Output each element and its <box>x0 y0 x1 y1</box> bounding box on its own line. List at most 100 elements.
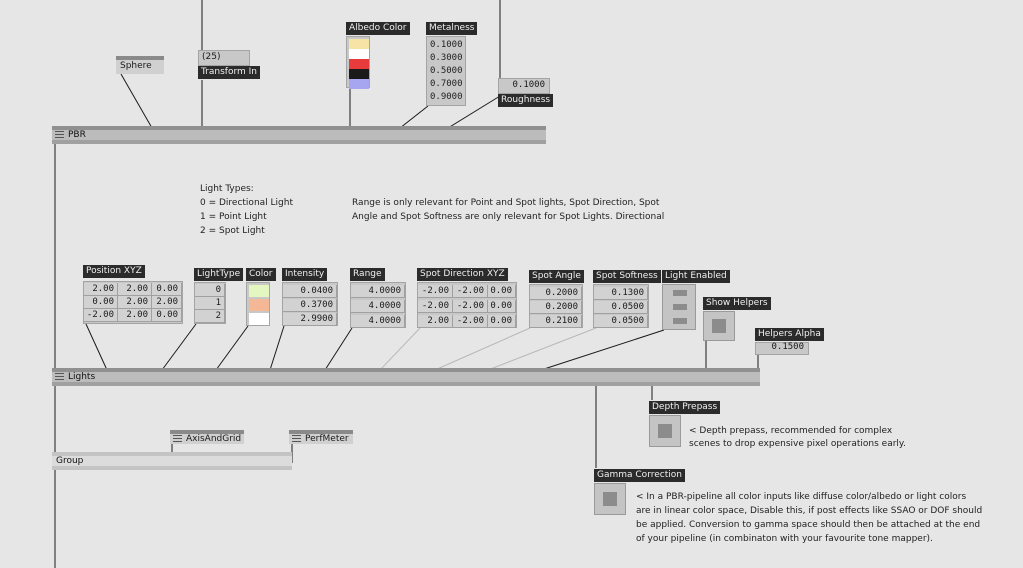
position-cell[interactable]: 2.00 <box>118 283 152 296</box>
sphere-label: Sphere <box>120 61 152 71</box>
spot-angle-values[interactable]: 0.2000 0.2000 0.2100 <box>529 284 583 328</box>
depth-prepass-label: Depth Prepass <box>649 401 721 414</box>
roughness-value[interactable]: 0.1000 <box>498 78 550 94</box>
lighttype-cell[interactable]: 2 <box>195 310 225 323</box>
spot-direction-cell[interactable]: -2.00 <box>453 285 488 298</box>
albedo-color-label: Albedo Color <box>346 22 410 35</box>
spot-direction-cell[interactable]: 0.00 <box>488 315 516 328</box>
roughness-label: Roughness <box>498 94 554 107</box>
light-enabled-label: Light Enabled <box>662 270 730 283</box>
position-cell[interactable]: 2.00 <box>84 283 118 296</box>
light-color-label: Color <box>246 268 276 281</box>
spot-angle-cell[interactable]: 0.2100 <box>530 315 582 328</box>
spot-softness-cell[interactable]: 0.1300 <box>594 287 648 300</box>
position-xyz-grid[interactable]: 2.00 2.00 0.00 0.00 2.00 2.00 -2.00 2.00… <box>83 281 183 324</box>
show-helpers-toggle[interactable] <box>703 311 735 341</box>
metalness-value-2: 0.5000 <box>430 66 463 76</box>
spot-direction-cell[interactable]: -2.00 <box>453 315 488 328</box>
spot-direction-cell[interactable]: -2.00 <box>453 300 488 313</box>
light-color-swatch-0[interactable] <box>249 285 269 297</box>
position-cell[interactable]: 0.00 <box>152 283 182 296</box>
range-cell[interactable]: 4.0000 <box>351 285 405 298</box>
albedo-swatch-4[interactable] <box>349 79 369 89</box>
light-color-swatches[interactable] <box>246 282 270 326</box>
spot-direction-cell[interactable]: -2.00 <box>418 285 453 298</box>
spot-angle-cell[interactable]: 0.2000 <box>530 287 582 300</box>
range-label: Range <box>350 268 385 281</box>
light-types-line-1: 0 = Directional Light <box>200 198 293 208</box>
albedo-swatch-0[interactable] <box>349 39 369 49</box>
gamma-note-line-2: be applied. Conversion to gamma space sh… <box>636 520 981 530</box>
spot-softness-cell[interactable]: 0.0500 <box>594 315 648 328</box>
perf-meter-node[interactable]: PerfMeter <box>289 430 353 444</box>
spot-direction-cell[interactable]: 2.00 <box>418 315 453 328</box>
light-enabled-toggle-0[interactable] <box>673 290 687 296</box>
intensity-cell[interactable]: 0.3700 <box>283 299 337 312</box>
show-helpers-knob <box>712 319 726 333</box>
spot-angle-cell[interactable]: 0.2000 <box>530 301 582 314</box>
position-cell[interactable]: 2.00 <box>118 296 152 309</box>
transform-in-label: Transform In <box>198 66 260 79</box>
position-cell[interactable]: 0.00 <box>84 296 118 309</box>
albedo-swatch-1[interactable] <box>349 49 369 59</box>
intensity-values[interactable]: 0.0400 0.3700 2.9900 <box>282 282 338 326</box>
depth-note-line-0: < Depth prepass, recommended for complex <box>689 426 893 436</box>
lights-node[interactable]: Lights <box>52 368 760 386</box>
position-cell[interactable]: 0.00 <box>152 309 182 322</box>
metalness-label: Metalness <box>426 22 478 35</box>
metalness-value-3: 0.7000 <box>430 79 463 89</box>
light-enabled-toggles[interactable] <box>662 284 696 330</box>
gamma-correction-toggle[interactable] <box>594 483 626 515</box>
range-values[interactable]: 4.0000 4.0000 4.0000 <box>350 282 406 328</box>
metalness-values[interactable]: 0.1000 0.3000 0.5000 0.7000 0.9000 <box>426 36 466 106</box>
light-enabled-toggle-1[interactable] <box>673 304 687 310</box>
lighttype-values[interactable]: 0 1 2 <box>194 282 226 324</box>
lighttype-cell[interactable]: 0 <box>195 284 225 297</box>
albedo-swatch-2[interactable] <box>349 59 369 69</box>
transform-in-value[interactable]: (25) <box>198 50 250 66</box>
spot-softness-values[interactable]: 0.1300 0.0500 0.0500 <box>593 284 649 328</box>
pbr-node[interactable]: PBR <box>52 126 546 144</box>
roughness-value-text: 0.1000 <box>512 80 545 90</box>
range-cell[interactable]: 4.0000 <box>351 315 405 328</box>
helpers-alpha-value[interactable]: 0.1500 <box>755 342 809 355</box>
albedo-color-swatches[interactable] <box>346 36 370 89</box>
spot-softness-cell[interactable]: 0.0500 <box>594 301 648 314</box>
depth-prepass-knob <box>658 424 672 438</box>
position-cell[interactable]: 2.00 <box>152 296 182 309</box>
gamma-correction-knob <box>603 492 617 506</box>
axis-and-grid-node[interactable]: AxisAndGrid <box>170 430 244 444</box>
light-color-swatch-1[interactable] <box>249 299 269 311</box>
intensity-cell[interactable]: 0.0400 <box>283 285 337 298</box>
perf-meter-menu-icon[interactable] <box>292 435 301 442</box>
light-color-swatch-2[interactable] <box>249 313 269 325</box>
spot-softness-label: Spot Softness <box>593 270 661 283</box>
group-node[interactable]: Group <box>52 452 292 470</box>
pbr-label: PBR <box>68 130 86 140</box>
spot-angle-label: Spot Angle <box>529 270 584 283</box>
position-cell[interactable]: -2.00 <box>84 309 118 322</box>
intensity-label: Intensity <box>282 268 328 281</box>
gamma-note-line-1: are in linear color space, Disable this,… <box>636 506 983 516</box>
depth-prepass-toggle[interactable] <box>649 415 681 447</box>
spot-direction-label: Spot Direction XYZ <box>417 268 508 281</box>
intensity-cell[interactable]: 2.9900 <box>283 313 337 326</box>
lights-menu-icon[interactable] <box>55 373 64 380</box>
position-cell[interactable]: 2.00 <box>118 309 152 322</box>
light-types-line-0: Light Types: <box>200 184 254 194</box>
lights-label: Lights <box>68 372 96 382</box>
position-xyz-label: Position XYZ <box>83 265 145 278</box>
range-cell[interactable]: 4.0000 <box>351 300 405 313</box>
spot-direction-grid[interactable]: -2.00 -2.00 0.00 -2.00 -2.00 0.00 2.00 -… <box>417 282 517 328</box>
axis-and-grid-menu-icon[interactable] <box>173 435 182 442</box>
sphere-node[interactable]: Sphere <box>116 56 164 74</box>
light-enabled-toggle-2[interactable] <box>673 318 687 324</box>
spot-direction-cell[interactable]: 0.00 <box>488 285 516 298</box>
range-note-line-1: Angle and Spot Softness are only relevan… <box>352 212 665 222</box>
spot-direction-cell[interactable]: -2.00 <box>418 300 453 313</box>
pbr-menu-icon[interactable] <box>55 131 64 138</box>
lighttype-cell[interactable]: 1 <box>195 297 225 310</box>
albedo-swatch-3[interactable] <box>349 69 369 79</box>
spot-direction-cell[interactable]: 0.00 <box>488 300 516 313</box>
